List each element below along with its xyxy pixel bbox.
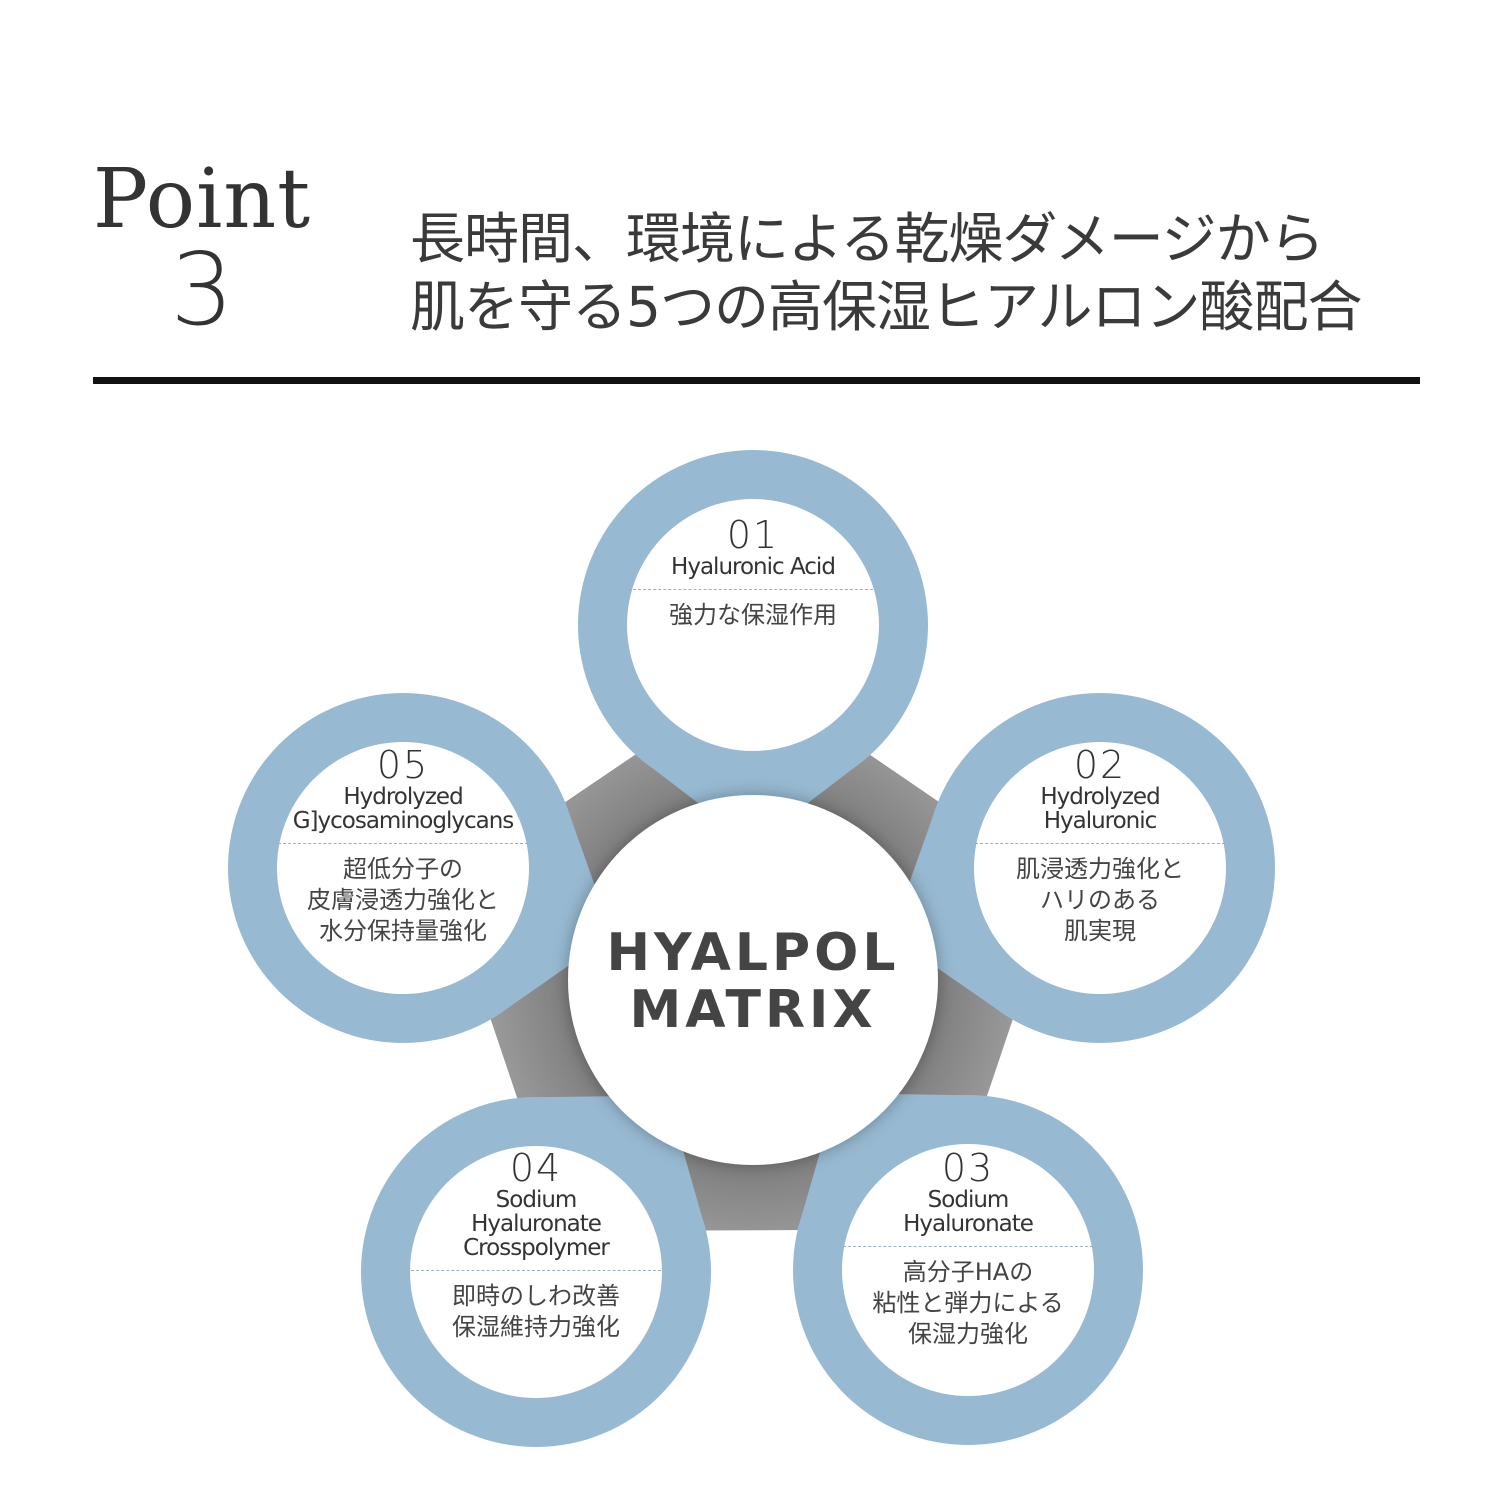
- node-benefit: 超低分子の 皮膚浸透力強化と 水分保持量強化: [307, 855, 499, 945]
- node-number: 01: [726, 513, 780, 557]
- center-title-line-2: MATRIX: [629, 980, 877, 1040]
- node-separator: [411, 1270, 661, 1271]
- node-separator: [843, 1246, 1093, 1247]
- node-ingredient-name: Hydrolyzed Hyaluronic: [1040, 784, 1160, 834]
- center-circle: [568, 795, 938, 1165]
- node-ingredient-name: Hyaluronic Acid: [671, 554, 836, 580]
- ring-inner: [410, 1146, 662, 1398]
- ring-inner: [974, 742, 1226, 994]
- point-number: 3: [170, 231, 234, 348]
- point-label: Point 3: [92, 155, 312, 340]
- node-benefit: 即時のしわ改善 保湿維持力強化: [452, 1282, 620, 1341]
- divider-rule: [93, 377, 1420, 384]
- ring-inner: [842, 1144, 1094, 1396]
- ring-05: [228, 693, 613, 1043]
- node-number: 03: [941, 1146, 995, 1190]
- node-ingredient-name: Hydrolyzed G]ycosaminoglycans: [292, 784, 515, 834]
- node-number: 04: [509, 1146, 563, 1190]
- ring-inner: [277, 742, 529, 994]
- node-benefit: 高分子HAの 粘性と弾力による 保湿力強化: [872, 1258, 1064, 1348]
- node-benefit: 強力な保湿作用: [669, 601, 837, 629]
- ring-inner: [627, 499, 879, 751]
- node-number: 05: [376, 743, 430, 787]
- headline: 長時間、環境による乾燥ダメージから 肌を守る5つの高保湿ヒアルロン酸配合: [410, 205, 1362, 341]
- node-separator: [628, 589, 878, 590]
- node-ingredient-name: Sodium Hyaluronate Crosspolymer: [463, 1187, 610, 1261]
- node-number: 02: [1073, 743, 1127, 787]
- ring-02: [890, 693, 1275, 1043]
- headline-line-1: 長時間、環境による乾燥ダメージから: [410, 207, 1325, 271]
- ring-01: [578, 450, 928, 845]
- node-benefit: 肌浸透力強化と ハリのある 肌実現: [1016, 855, 1184, 945]
- node-separator: [975, 843, 1225, 844]
- center-title: HYALPOL MATRIX: [568, 925, 938, 1039]
- ring-03: [793, 1093, 1143, 1445]
- point-word: Point: [92, 152, 312, 247]
- center-title-line-1: HYALPOL: [606, 923, 900, 983]
- node-separator: [278, 843, 528, 844]
- headline-line-2: 肌を守る5つの高保湿ヒアルロン酸配合: [410, 275, 1362, 339]
- node-ingredient-name: Sodium Hyaluronate: [903, 1187, 1034, 1237]
